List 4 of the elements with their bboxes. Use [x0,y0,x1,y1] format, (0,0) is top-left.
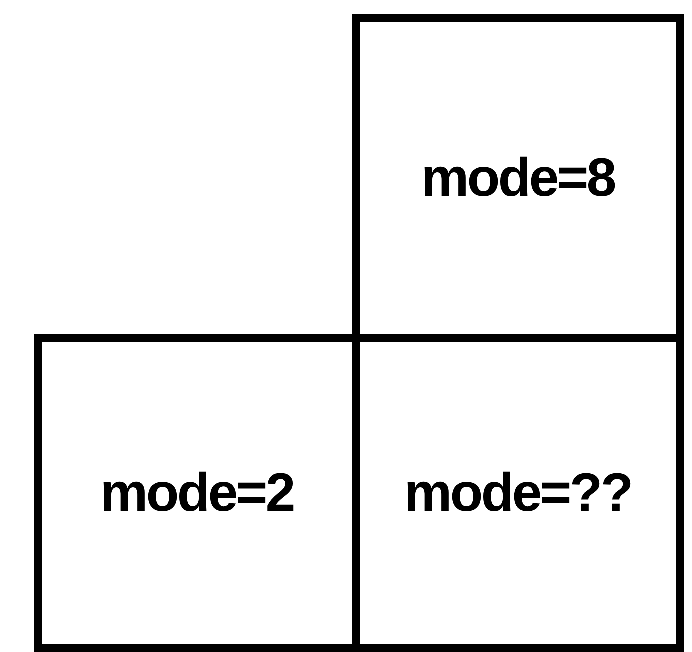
mode-box [352,14,684,334]
mode-label: mode=2 [100,462,294,524]
mode-label: mode=?? [404,462,632,524]
mode-label: mode=8 [421,147,615,209]
